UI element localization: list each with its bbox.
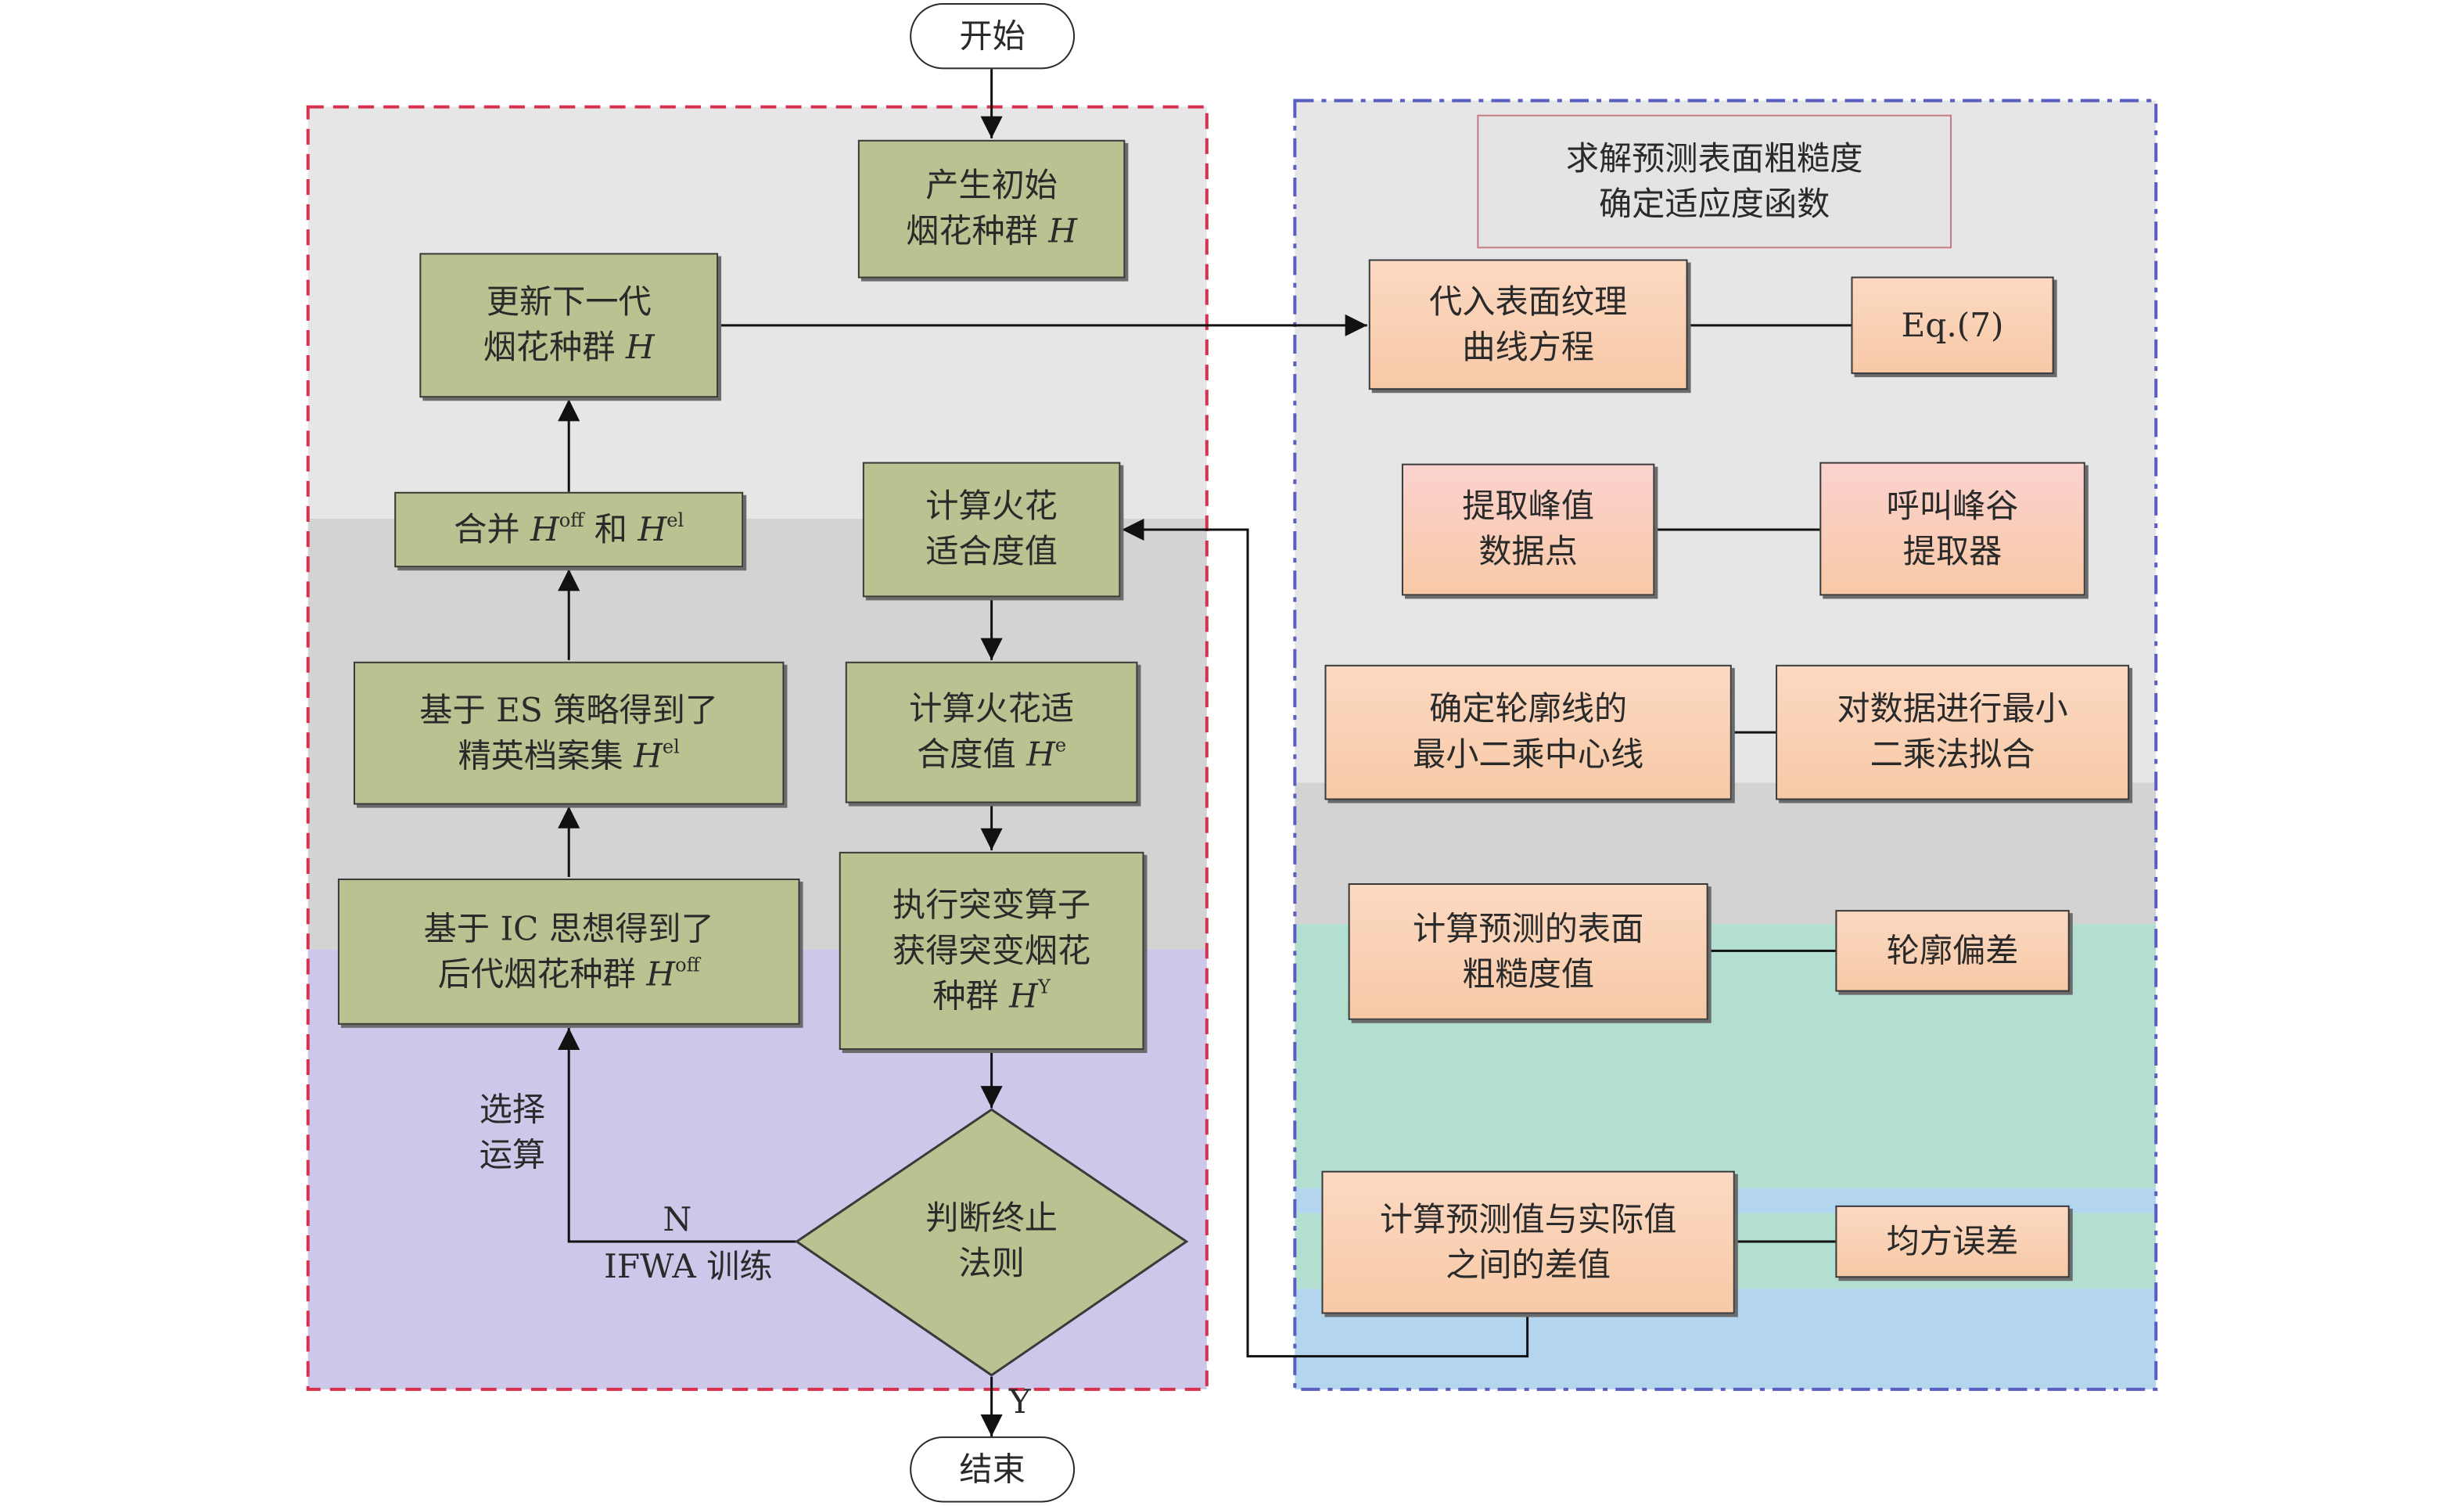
substitute-line2: 曲线方程 — [1462, 327, 1595, 366]
branch-n-label: N — [663, 1200, 692, 1239]
peak-line1: 提取峰值 — [1462, 487, 1595, 525]
ifwa-training-label: IFWA 训练 — [604, 1248, 773, 1286]
init-line2: 烟花种群 H — [906, 212, 1078, 250]
difference-box: 计算预测值与实际值 之间的差值 — [1321, 1170, 1735, 1314]
update-line1: 更新下一代 — [486, 282, 652, 321]
ic-line2: 后代烟花种群 Hoff — [437, 953, 700, 993]
select-line2: 运算 — [479, 1136, 546, 1174]
es-line2: 精英档案集 Hel — [458, 735, 680, 775]
start-label: 开始 — [959, 16, 1025, 55]
fitness1-line1: 计算火花 — [925, 487, 1058, 525]
merge-label: 合并 Hoff 和 Hel — [454, 508, 684, 548]
update-population-box: 更新下一代 烟花种群 H — [419, 253, 719, 398]
fitness-function-header: 求解预测表面粗糙度 确定适应度函数 — [1477, 114, 1952, 249]
peak-line2: 数据点 — [1478, 533, 1578, 571]
fitness1-box: 计算火花 适合度值 — [862, 462, 1121, 598]
init-line1: 产生初始 — [925, 166, 1058, 205]
decision-line1: 判断终止 — [925, 1199, 1058, 1238]
extract-peak-box: 提取峰值 数据点 — [1401, 463, 1655, 596]
profile-deviation-box: 轮廓偏差 — [1835, 910, 2070, 992]
mutation-box: 执行突变算子 获得突变烟花 种群 HY — [839, 851, 1144, 1050]
decision-label: 判断终止 法则 — [880, 1192, 1103, 1292]
peak-valley-extractor-box: 呼叫峰谷 提取器 — [1819, 462, 2085, 596]
centerline-box: 确定轮廓线的 最小二乘中心线 — [1324, 664, 1732, 800]
difference-line1: 计算预测值与实际值 — [1379, 1199, 1677, 1238]
header-line2: 确定适应度函数 — [1599, 185, 1830, 223]
fitness2-line2: 合度值 He — [917, 734, 1067, 774]
mse-label: 均方误差 — [1886, 1221, 2019, 1260]
extractor-line2: 提取器 — [1902, 532, 2002, 570]
roughness-line2: 粗糙度值 — [1462, 954, 1595, 993]
ic-idea-box: 基于 IC 思想得到了 后代烟花种群 Hoff — [337, 878, 800, 1025]
decision-line2: 法则 — [958, 1245, 1025, 1283]
eq7-box: Eq.(7) — [1851, 276, 2054, 375]
es-line1: 基于 ES 策略得到了 — [419, 690, 719, 729]
branch-y-label: Y — [1008, 1382, 1031, 1422]
fitness2-box: 计算火花适 合度值 He — [845, 661, 1138, 803]
arrow-decision-ic — [558, 1027, 797, 1243]
roughness-line1: 计算预测的表面 — [1413, 909, 1644, 947]
select-operation-label: 选择 运算 — [465, 1087, 560, 1179]
arrow-difference-fitness1 — [1122, 518, 1529, 1358]
mse-box: 均方误差 — [1835, 1205, 2070, 1278]
es-strategy-box: 基于 ES 策略得到了 精英档案集 Hel — [354, 661, 785, 805]
init-population-box: 产生初始 烟花种群 H — [857, 139, 1126, 279]
roughness-box: 计算预测的表面 粗糙度值 — [1348, 883, 1708, 1020]
ic-line1: 基于 IC 思想得到了 — [423, 909, 714, 947]
centerline-line2: 最小二乘中心线 — [1413, 735, 1644, 774]
merge-box: 合并 Hoff 和 Hel — [394, 491, 744, 568]
centerline-line1: 确定轮廓线的 — [1429, 689, 1628, 728]
mutation-line1: 执行突变算子 — [893, 886, 1091, 924]
lsq-line2: 二乘法拟合 — [1870, 735, 2035, 774]
decision-diamond — [794, 1108, 1189, 1377]
end-terminal: 结束 — [910, 1436, 1076, 1503]
mutation-line2: 获得突变烟花 — [893, 931, 1091, 969]
start-terminal: 开始 — [910, 3, 1076, 70]
difference-line2: 之间的差值 — [1446, 1245, 1611, 1284]
fitness1-line2: 适合度值 — [925, 533, 1058, 571]
end-label: 结束 — [959, 1450, 1025, 1488]
update-line2: 烟花种群 H — [483, 328, 655, 367]
fitness2-line1: 计算火花适 — [909, 689, 1075, 728]
substitute-equation-box: 代入表面纹理 曲线方程 — [1368, 259, 1688, 390]
deviation-label: 轮廓偏差 — [1886, 931, 2019, 969]
substitute-line1: 代入表面纹理 — [1429, 282, 1628, 320]
lsq-line1: 对数据进行最小 — [1837, 689, 2068, 728]
select-line1: 选择 — [479, 1091, 546, 1129]
eq7-label: Eq.(7) — [1901, 305, 2004, 343]
mutation-line3: 种群 HY — [932, 975, 1051, 1015]
extractor-line1: 呼叫峰谷 — [1886, 486, 2019, 524]
header-line1: 求解预测表面粗糙度 — [1565, 138, 1863, 178]
least-squares-box: 对数据进行最小 二乘法拟合 — [1776, 664, 2130, 800]
